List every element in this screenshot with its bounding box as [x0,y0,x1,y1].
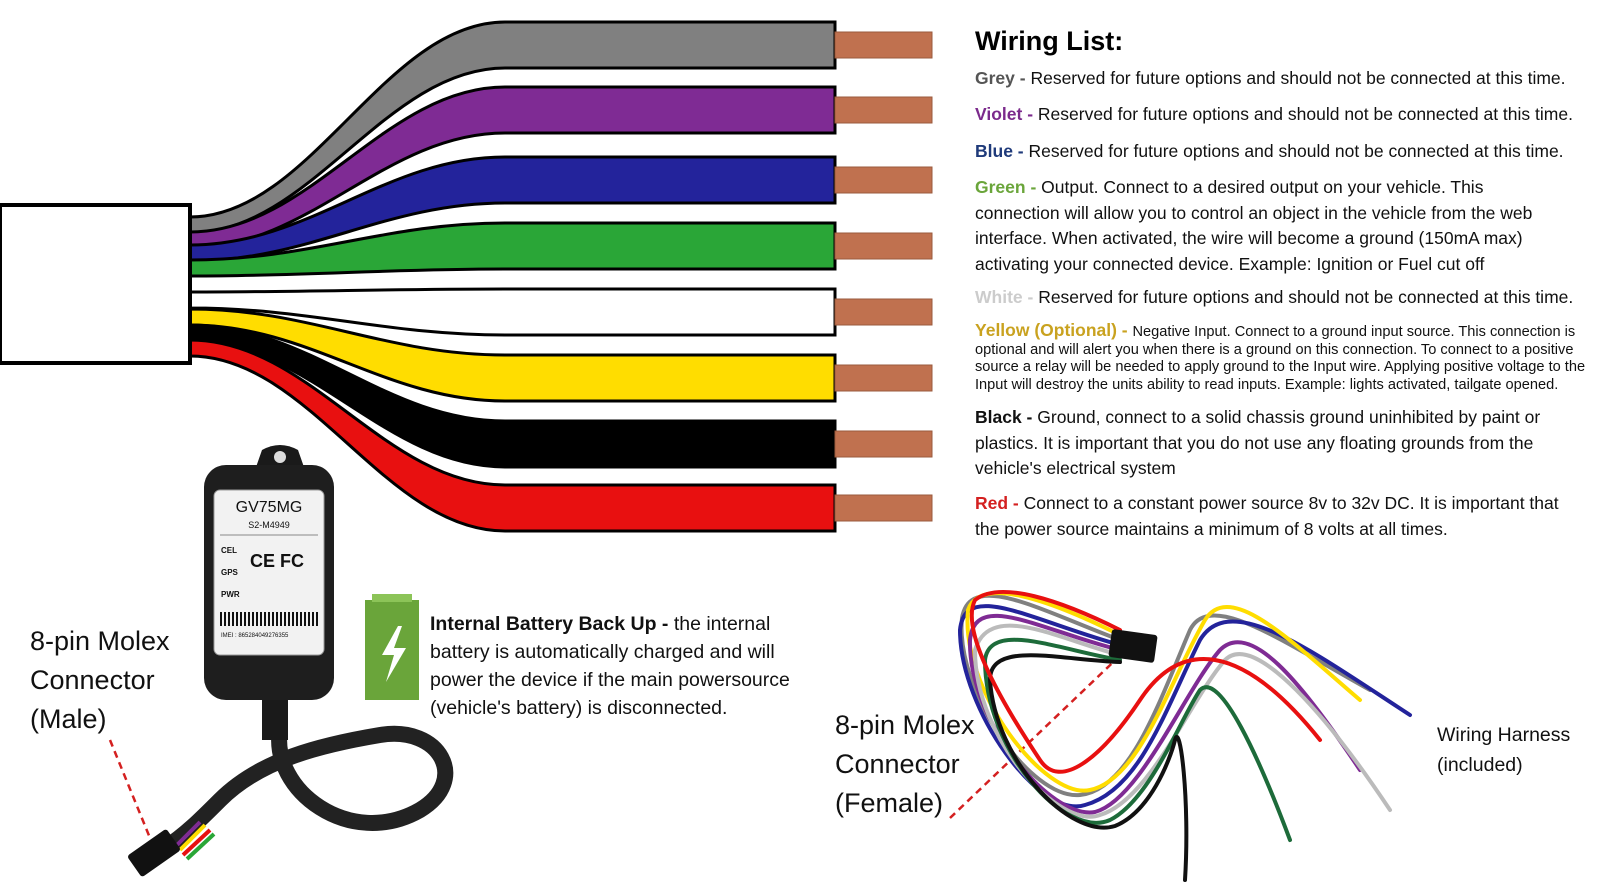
led-gps: GPS [221,568,239,577]
male-connector-label: 8-pin Molex Connector (Male) [30,622,170,739]
wire-black [188,323,837,469]
battery-description: Internal Battery Back Up - the internal … [430,610,810,722]
wire-desc-green: Output. Connect to a desired output on y… [975,177,1533,274]
wire-entry-violet: Violet - Reserved for future options and… [975,102,1595,128]
harness-label-line-2: (included) [1437,754,1523,776]
wire-desc-black: Ground, connect to a solid chassis groun… [975,407,1541,478]
wire-name-blue: Blue - [975,141,1029,161]
harness-label-line-1: Wiring Harness [1437,724,1571,746]
female-connector-pointer [949,647,1129,819]
copper-strand-violet [834,96,933,124]
wire-entry-blue: Blue - Reserved for future options and s… [975,139,1595,165]
wire-desc-yellow: Negative Input. Connect to a ground inpu… [975,324,1586,393]
copper-strand-white [834,298,933,326]
copper-strand-black [834,430,933,458]
device-code: S2-M4949 [248,520,290,530]
device-imei: IMEI : 865284049276355 [221,633,289,639]
wire-red [188,338,837,533]
wire-name-black: Black - [975,407,1038,427]
certification-marks: CE FC [250,551,304,571]
battery-text: the internal battery is automatically ch… [430,613,790,719]
wire-white [188,287,837,337]
male-connector-wires [174,820,216,861]
wiring-harness [957,590,1412,882]
wire-entry-black: Black - Ground, connect to a solid chass… [975,405,1575,482]
copper-strand-red [834,494,933,522]
led-pwr: PWR [221,590,240,599]
wiring-list-title: Wiring List: [975,26,1124,56]
female-label-line-3: (Female) [835,788,944,818]
wire-entry-yellow: Yellow (Optional) - Negative Input. Conn… [975,320,1587,394]
wire-name-violet: Violet - [975,104,1038,124]
barcode [220,612,318,626]
copper-strand-yellow [834,364,933,392]
male-label-line-1: 8-pin Molex [30,626,170,656]
wire-desc-blue: Reserved for future options and should n… [1028,141,1564,161]
wire-entry-red: Red - Connect to a constant power source… [975,491,1575,542]
wire-name-white: White - [975,287,1039,307]
battery-title: Internal Battery Back Up - [430,613,669,635]
wire-entry-grey: Grey - Reserved for future options and s… [975,66,1595,92]
cable-sheath [0,203,192,365]
female-label-line-2: Connector [835,749,960,779]
wire-yellow [188,307,837,403]
copper-strand-green [834,232,933,260]
wire-desc-white: Reserved for future options and should n… [1038,287,1574,307]
wiring-harness-label: Wiring Harness (included) [1437,720,1570,780]
device-model: GV75MG [236,499,303,516]
wire-blue [188,155,837,263]
female-molex-connector [1108,629,1158,663]
wire-bundle [188,20,933,533]
male-label-line-2: Connector [30,665,155,695]
led-cel: CEL [221,546,237,555]
wire-desc-grey: Reserved for future options and should n… [1030,68,1566,88]
wire-name-yellow: Yellow (Optional) - [975,320,1133,340]
wire-desc-red: Connect to a constant power source 8v to… [975,493,1559,539]
battery-cap [372,594,412,602]
female-label-line-1: 8-pin Molex [835,710,975,740]
wire-name-green: Green - [975,177,1042,197]
copper-strand-grey [834,31,933,59]
male-label-line-3: (Male) [30,704,107,734]
wire-green [188,221,837,278]
male-connector-pointer [108,739,152,839]
female-connector-label: 8-pin Molex Connector (Female) [835,706,975,823]
wire-name-red: Red - [975,493,1024,513]
male-molex-connector [128,829,180,877]
device-cable [157,722,454,856]
lightning-icon [382,626,406,682]
wire-name-grey: Grey - [975,68,1031,88]
mounting-hole [274,451,286,463]
wire-entry-white: White - Reserved for future options and … [975,285,1595,311]
wire-entry-green: Green - Output. Connect to a desired out… [975,175,1565,277]
wire-desc-violet: Reserved for future options and should n… [1037,104,1573,124]
gps-device: GV75MG S2-M4949 CEL GPS PWR CE FC IMEI :… [128,445,454,877]
copper-strand-blue [834,166,933,194]
battery-icon [365,594,419,700]
